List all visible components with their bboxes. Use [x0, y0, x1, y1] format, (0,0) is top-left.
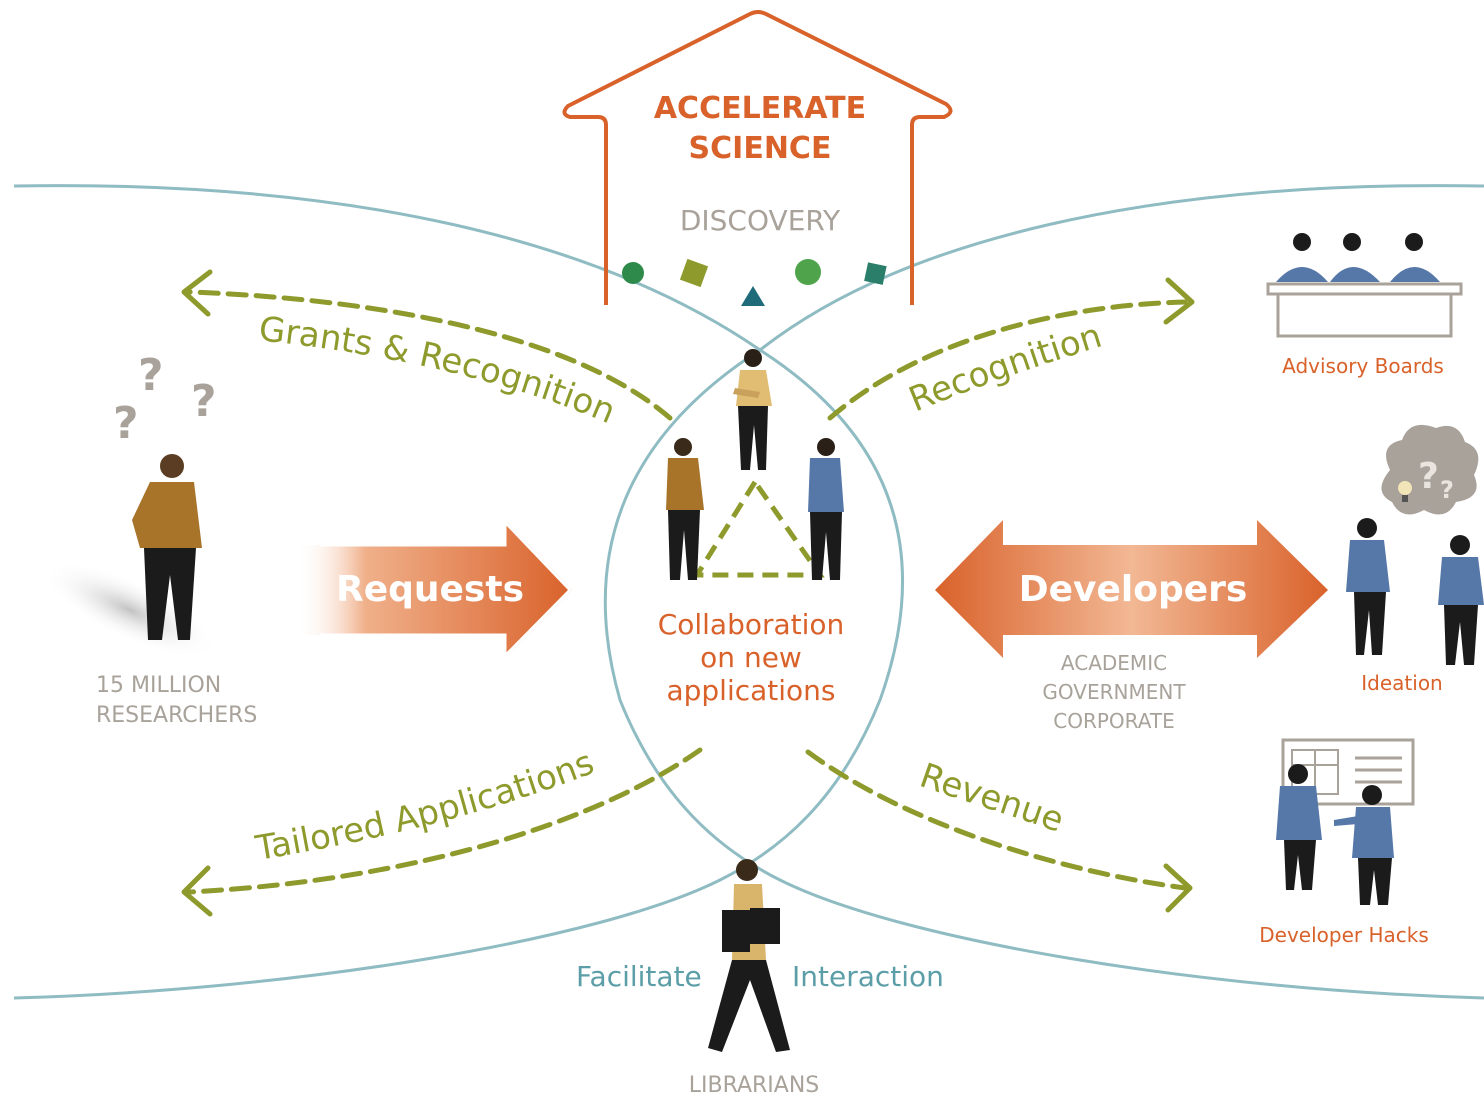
librarians-label: LIBRARIANS [689, 1073, 820, 1097]
upper-left-curve [13, 184, 905, 1000]
developer-hacks-label: Developer Hacks [1259, 923, 1429, 947]
discovery-label: DISCOVERY [680, 204, 841, 237]
researcher-shadow [42, 561, 218, 659]
flow-arrows [187, 289, 1188, 895]
thought-cloud-icon: ? ? [1381, 424, 1479, 515]
grants-flow-arrow [187, 289, 673, 421]
olive-square-shape [679, 258, 709, 288]
person-center-left [666, 438, 704, 580]
tailored-applications-label: Tailored Applications [252, 743, 600, 869]
light-green-circle-shape [795, 259, 821, 285]
person-center-woman [733, 349, 772, 470]
teal-triangle-shape [741, 286, 765, 306]
recognition-label: Recognition [903, 316, 1106, 420]
svg-text:?: ? [113, 398, 139, 449]
revenue-flow-arrow [805, 749, 1188, 891]
developer-hacks-people [1276, 764, 1394, 905]
grants-recognition-label: Grants & Recognition [257, 309, 621, 432]
lightbulb-icon [1398, 481, 1412, 502]
ideation-label: Ideation [1361, 671, 1442, 695]
center-line1: Collaboration [658, 608, 845, 641]
developers-arrow [935, 520, 1328, 658]
sector-government: GOVERNMENT [1042, 680, 1186, 704]
person-librarian [708, 859, 790, 1052]
teal-square-shape [864, 262, 887, 285]
advisory-board-illustration [1266, 233, 1463, 338]
sector-academic: ACADEMIC [1061, 651, 1167, 675]
house-title-line2: SCIENCE [689, 131, 832, 166]
researchers-line2: RESEARCHERS [96, 703, 257, 728]
tailored-flow-arrow [187, 747, 703, 895]
discovery-shapes [622, 258, 887, 306]
interaction-label: Interaction [792, 960, 944, 993]
svg-text:?: ? [191, 376, 217, 427]
house-title-line1: ACCELERATE [654, 91, 866, 126]
requests-label: Requests [336, 569, 524, 610]
requests-arrow [296, 518, 573, 660]
person-researcher [132, 454, 202, 640]
advisory-boards-label: Advisory Boards [1282, 354, 1444, 378]
flow-arrowheads [181, 269, 1195, 917]
researchers-line1: 15 MILLION [96, 673, 221, 698]
developers-label: Developers [1019, 569, 1248, 610]
sector-corporate: CORPORATE [1053, 709, 1174, 733]
recognition-flow-arrow [827, 299, 1188, 421]
facilitate-label: Facilitate [576, 960, 702, 993]
house-outline [562, 10, 953, 305]
upper-right-curve [603, 184, 1484, 1000]
revenue-label: Revenue [915, 756, 1069, 841]
person-center-right [808, 438, 844, 580]
ideation-people [1346, 518, 1484, 665]
collaboration-triangle [692, 477, 825, 578]
center-line2: on new [700, 641, 802, 674]
svg-text:?: ? [1440, 476, 1454, 504]
center-line3: applications [666, 674, 835, 707]
question-mark-icon: ? ? ? [113, 350, 217, 449]
svg-text:?: ? [1418, 456, 1439, 497]
svg-text:?: ? [138, 350, 164, 401]
lens-curves [13, 184, 1484, 1000]
green-circle-shape [622, 262, 644, 284]
